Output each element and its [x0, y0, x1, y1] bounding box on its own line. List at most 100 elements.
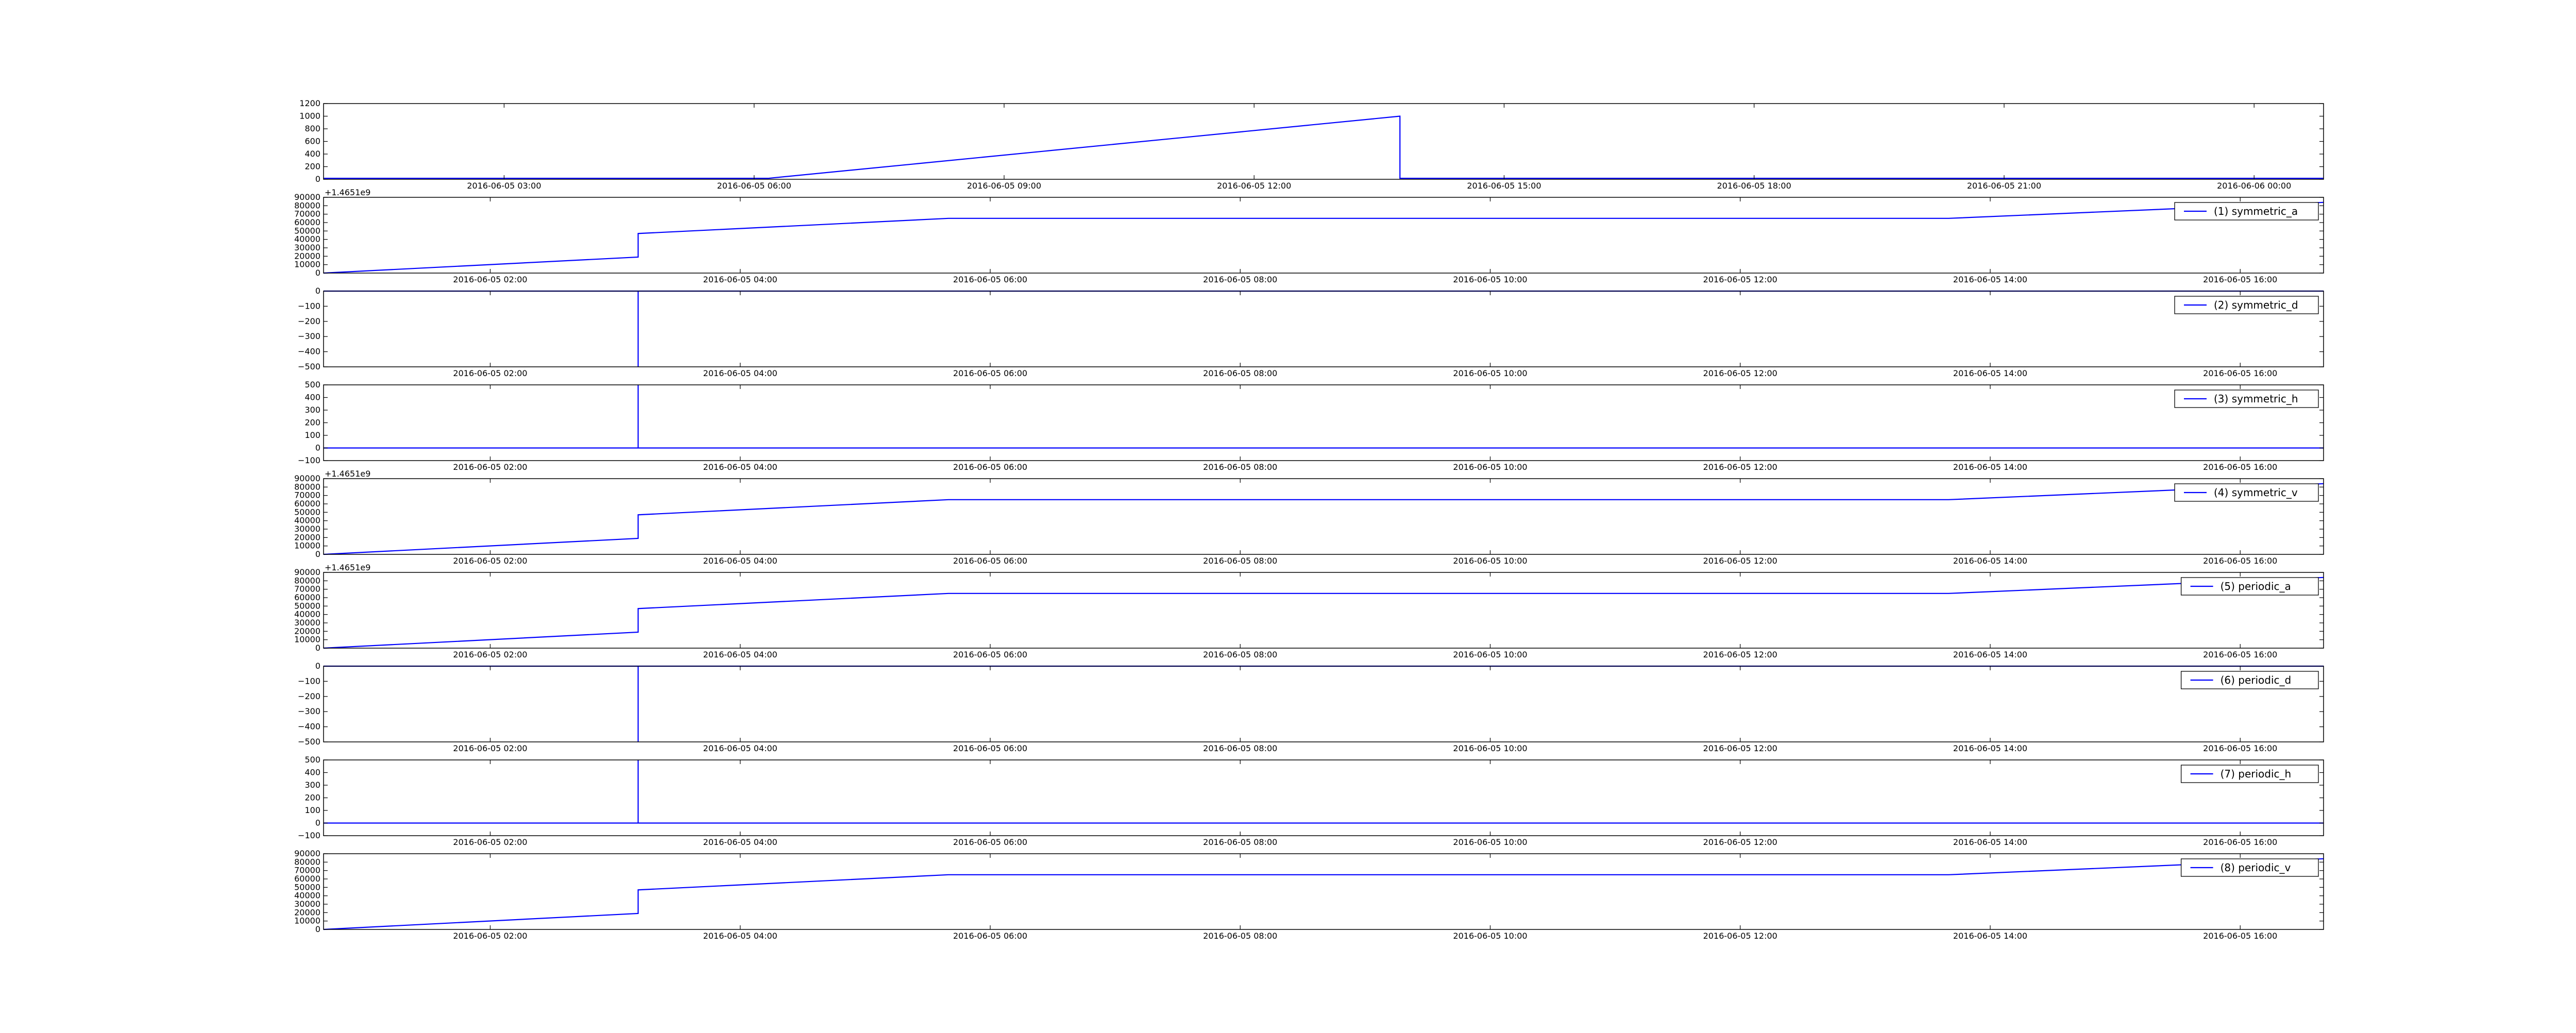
y-tick-label: 90000 [294, 192, 320, 202]
x-tick-label: 2016-06-05 16:00 [2203, 743, 2277, 753]
x-tick-label: 2016-06-05 02:00 [453, 931, 527, 941]
axes-frame [323, 572, 2324, 649]
y-tick-label: −100 [298, 831, 320, 840]
legend-label: (4) symmetric_v [2214, 486, 2298, 499]
y-tick-label: 90000 [294, 849, 320, 858]
x-tick-label: 2016-06-05 09:00 [967, 181, 1041, 191]
y-tick-label: 20000 [294, 907, 320, 917]
y-tick-label: 90000 [294, 567, 320, 577]
y-tick-label: 1200 [299, 98, 320, 108]
x-tick-label: 2016-06-05 16:00 [2203, 931, 2277, 941]
x-tick-label: 2016-06-05 10:00 [1453, 368, 1527, 378]
y-tick-label: 0 [315, 643, 320, 653]
x-tick-label: 2016-06-05 16:00 [2203, 368, 2277, 378]
x-tick-label: 2016-06-05 06:00 [953, 743, 1027, 753]
x-tick-label: 2016-06-05 16:00 [2203, 556, 2277, 566]
y-tick-label: 0 [315, 924, 320, 934]
axes-frame [323, 478, 2324, 555]
x-tick-label: 2016-06-05 02:00 [453, 368, 527, 378]
y-tick-label: −100 [298, 455, 320, 465]
legend-label: (5) periodic_a [2221, 580, 2291, 592]
x-tick-label: 2016-06-05 08:00 [1203, 462, 1277, 472]
y-tick-label: 0 [315, 443, 320, 453]
y-tick-label: 70000 [294, 490, 320, 500]
axes-frame [323, 197, 2324, 274]
x-tick-label: 2016-06-05 12:00 [1703, 743, 1777, 753]
x-tick-label: 2016-06-05 10:00 [1453, 837, 1527, 847]
y-tick-label: 200 [304, 162, 320, 172]
y-tick-label: −400 [298, 722, 320, 732]
y-tick-label: 100 [304, 805, 320, 815]
axes-frame [323, 666, 2324, 742]
y-tick-label: 20000 [294, 251, 320, 261]
y-tick-label: 0 [315, 174, 320, 184]
x-tick-label: 2016-06-05 06:00 [953, 931, 1027, 941]
legend-label: (1) symmetric_a [2214, 205, 2298, 217]
y-tick-label: 0 [315, 286, 320, 296]
x-tick-label: 2016-06-05 08:00 [1203, 837, 1277, 847]
y-tick-label: 500 [304, 380, 320, 390]
x-tick-label: 2016-06-05 15:00 [1467, 181, 1541, 191]
x-tick-label: 2016-06-05 10:00 [1453, 556, 1527, 566]
y-tick-label: 10000 [294, 260, 320, 269]
x-tick-label: 2016-06-05 14:00 [1953, 743, 2027, 753]
series-line [324, 760, 2324, 824]
y-tick-label: 10000 [294, 916, 320, 926]
subplot-2: 2016-06-05 02:00 2016-06-05 04:00 2016-06-… [298, 286, 2324, 378]
x-tick-label: 2016-06-05 10:00 [1453, 650, 1527, 659]
x-tick-label: 2016-06-05 04:00 [703, 275, 777, 284]
legend-label: (6) periodic_d [2221, 674, 2292, 686]
y-offset-label: +1.4651e9 [325, 563, 370, 572]
x-tick-label: 2016-06-05 04:00 [703, 368, 777, 378]
subplot-8: 2016-06-05 02:00 2016-06-05 04:00 2016-06-… [294, 849, 2324, 941]
y-tick-label: 50000 [294, 601, 320, 611]
x-tick-label: 2016-06-05 02:00 [453, 275, 527, 284]
x-tick-label: 2016-06-05 12:00 [1703, 556, 1777, 566]
x-tick-label: 2016-06-05 21:00 [1967, 181, 2041, 191]
x-tick-label: 2016-06-05 08:00 [1203, 931, 1277, 941]
legend-label: (7) periodic_h [2221, 768, 2292, 780]
legend-box [2174, 390, 2319, 408]
y-tick-label: 600 [304, 137, 320, 146]
y-tick-label: −300 [298, 706, 320, 716]
x-tick-label: 2016-06-05 02:00 [453, 462, 527, 472]
y-offset-label: +1.4651e9 [325, 469, 370, 479]
x-tick-label: 2016-06-05 12:00 [1703, 368, 1777, 378]
axes-frame [323, 384, 2324, 461]
y-tick-label: 0 [315, 549, 320, 559]
x-tick-label: 2016-06-05 10:00 [1453, 743, 1527, 753]
y-tick-label: 400 [304, 393, 320, 402]
x-tick-label: 2016-06-05 06:00 [953, 275, 1027, 284]
y-tick-label: 80000 [294, 482, 320, 492]
x-tick-label: 2016-06-05 04:00 [703, 931, 777, 941]
x-tick-label: 2016-06-05 14:00 [1953, 837, 2027, 847]
y-tick-label: −100 [298, 676, 320, 686]
y-tick-label: 50000 [294, 226, 320, 235]
x-tick-label: 2016-06-05 14:00 [1953, 556, 2027, 566]
x-tick-label: 2016-06-05 04:00 [703, 462, 777, 472]
y-tick-label: 50000 [294, 507, 320, 517]
y-tick-label: 70000 [294, 584, 320, 594]
subplot-1: 2016-06-05 02:00 2016-06-05 04:00 2016-06-… [294, 188, 2324, 284]
y-tick-label: 80000 [294, 575, 320, 585]
y-tick-label: 50000 [294, 882, 320, 892]
x-tick-label: 2016-06-05 14:00 [1953, 462, 2027, 472]
x-tick-label: 2016-06-05 02:00 [453, 837, 527, 847]
legend-label: (2) symmetric_d [2214, 299, 2298, 311]
series-line [323, 483, 2324, 555]
y-tick-label: 60000 [294, 499, 320, 509]
y-tick-label: 30000 [294, 243, 320, 252]
y-tick-label: 500 [304, 755, 320, 765]
y-tick-label: −300 [298, 331, 320, 341]
y-tick-label: 0 [315, 268, 320, 278]
x-tick-label: 2016-06-05 12:00 [1217, 181, 1291, 191]
x-tick-label: 2016-06-05 04:00 [703, 743, 777, 753]
x-tick-label: 2016-06-05 14:00 [1953, 650, 2027, 659]
axes-frame [323, 759, 2324, 836]
x-tick-label: 2016-06-05 08:00 [1203, 743, 1277, 753]
x-tick-label: 2016-06-05 12:00 [1703, 837, 1777, 847]
